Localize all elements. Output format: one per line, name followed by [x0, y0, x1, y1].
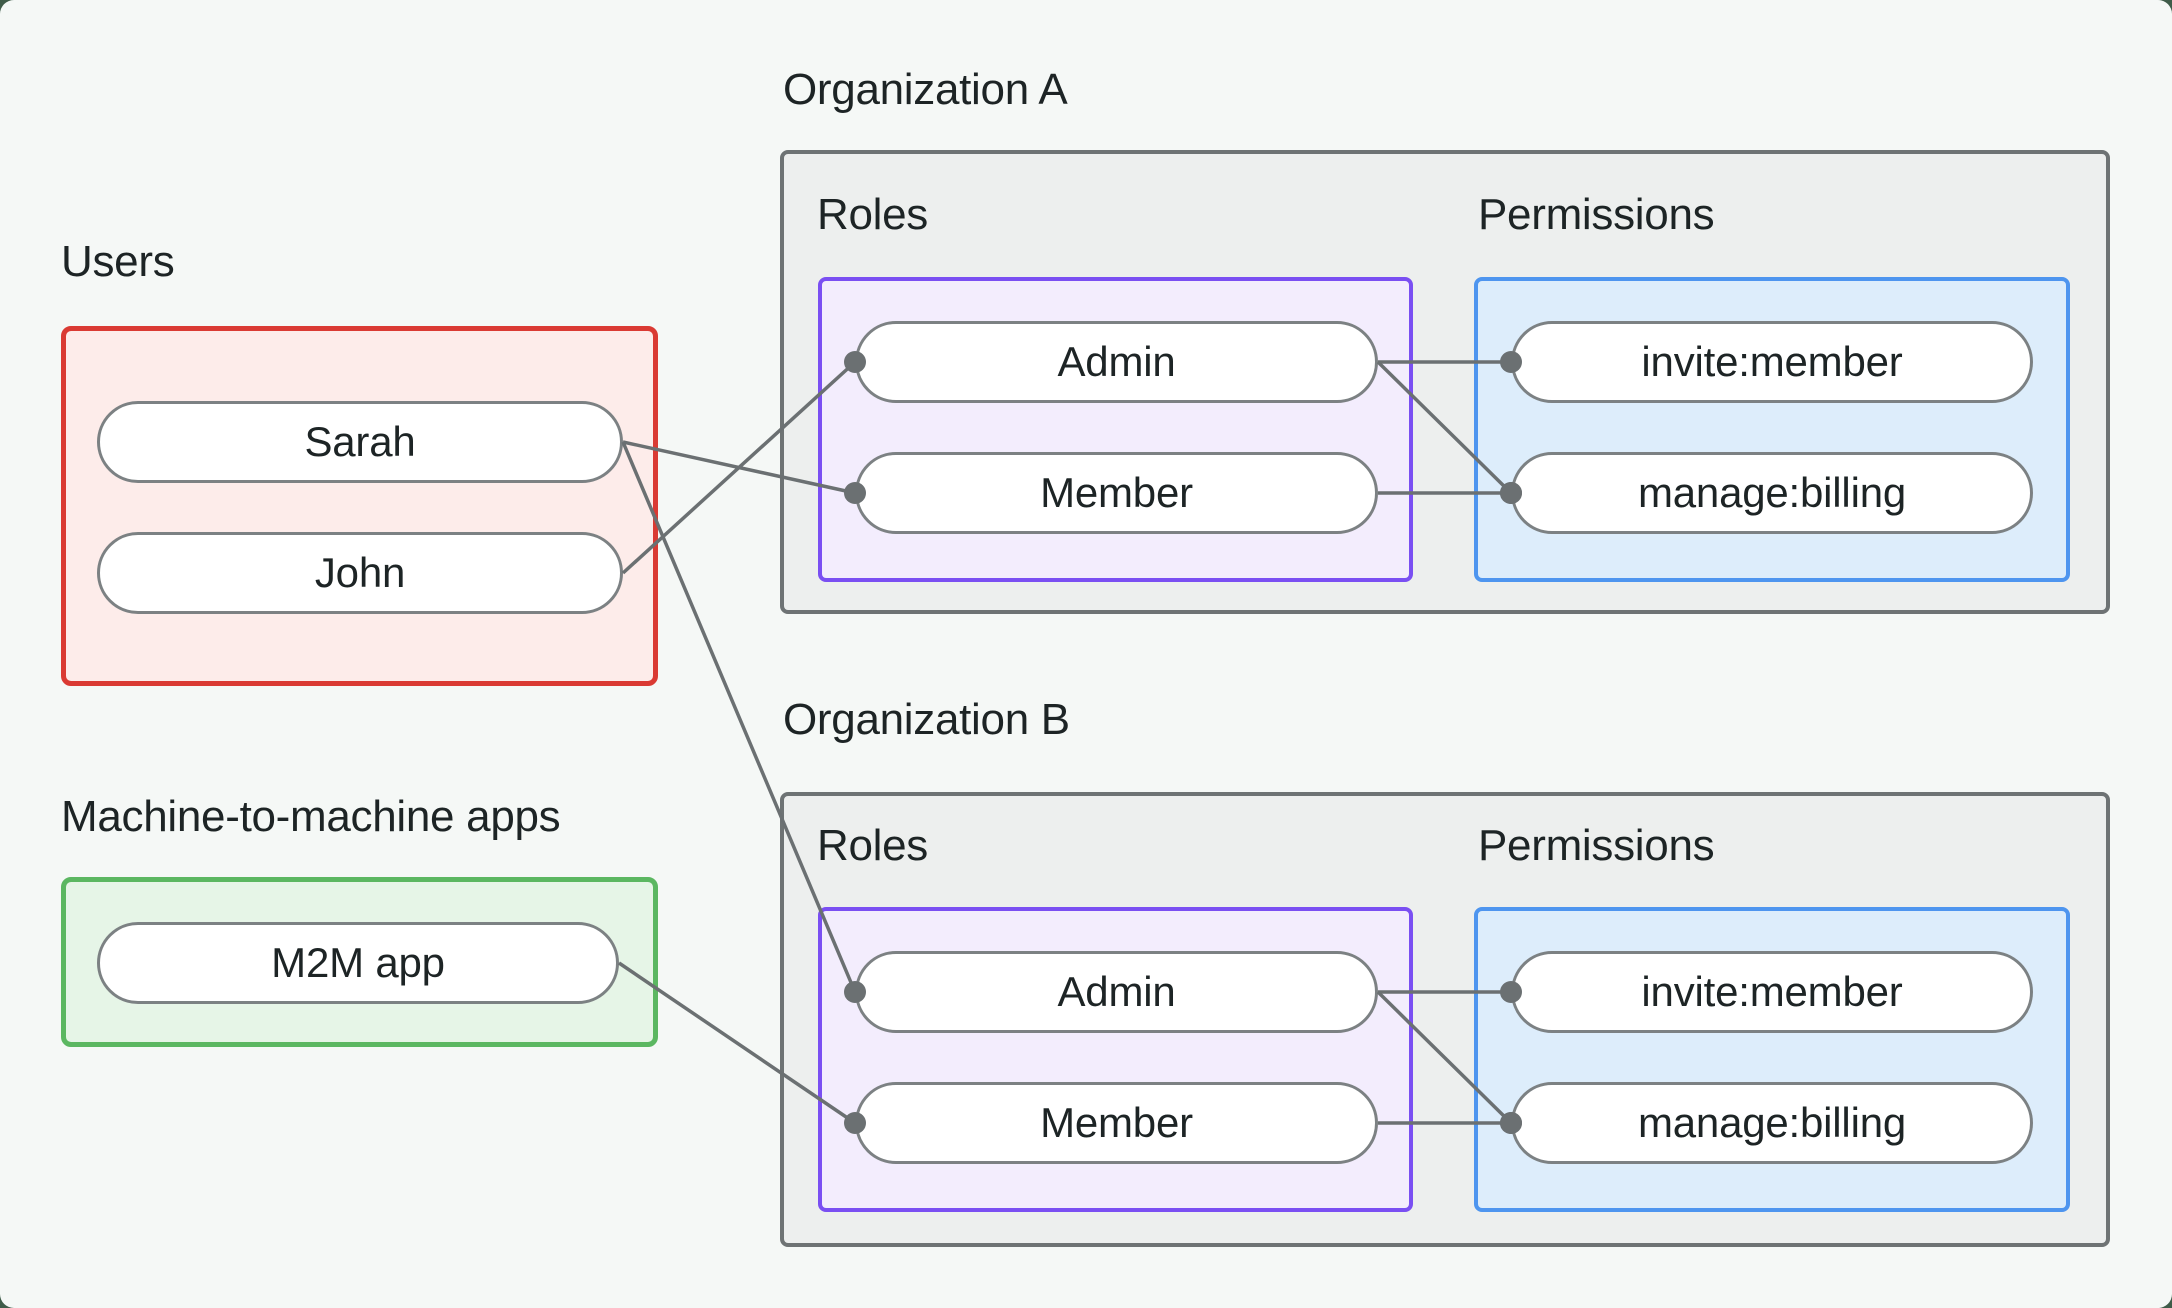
org-b-permission-invite-member-node: invite:member: [1511, 951, 2033, 1033]
m2m-app-node: M2M app: [97, 922, 619, 1004]
org-b-role-admin-node: Admin: [855, 951, 1378, 1033]
org-a-role-member-node: Member: [855, 452, 1378, 534]
org-a-permission-invite-member-node: invite:member: [1511, 321, 2033, 403]
org-a-permissions-label: Permissions: [1478, 190, 1715, 239]
org-b-permission-manage-billing-node: manage:billing: [1511, 1082, 2033, 1164]
org-a-title: Organization A: [783, 65, 1068, 114]
org-b-role-member-node: Member: [855, 1082, 1378, 1164]
users-group-box: [61, 326, 658, 686]
m2m-section-label: Machine-to-machine apps: [61, 792, 561, 841]
users-section-label: Users: [61, 237, 175, 286]
org-a-roles-label: Roles: [817, 190, 928, 239]
org-a-role-admin-node: Admin: [855, 321, 1378, 403]
user-node-sarah: Sarah: [97, 401, 623, 483]
org-b-title: Organization B: [783, 695, 1070, 744]
user-node-john: John: [97, 532, 623, 614]
org-b-roles-label: Roles: [817, 821, 928, 870]
org-b-permissions-label: Permissions: [1478, 821, 1715, 870]
org-a-permission-manage-billing-node: manage:billing: [1511, 452, 2033, 534]
